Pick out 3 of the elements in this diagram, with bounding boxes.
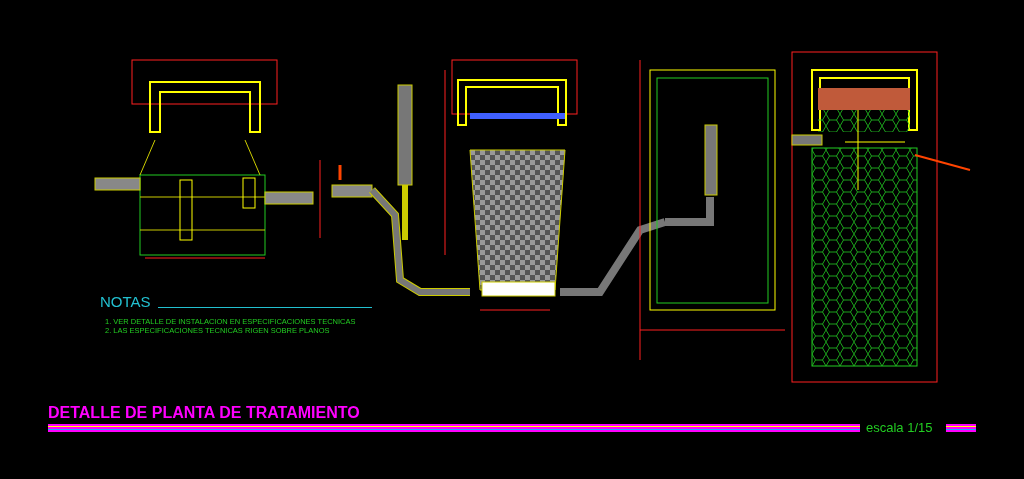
scale-text: escala 1/15 [866, 421, 933, 434]
drawing-title: DETALLE DE PLANTA DE TRATAMIENTO [48, 405, 360, 421]
notes-heading: NOTAS [100, 294, 151, 309]
